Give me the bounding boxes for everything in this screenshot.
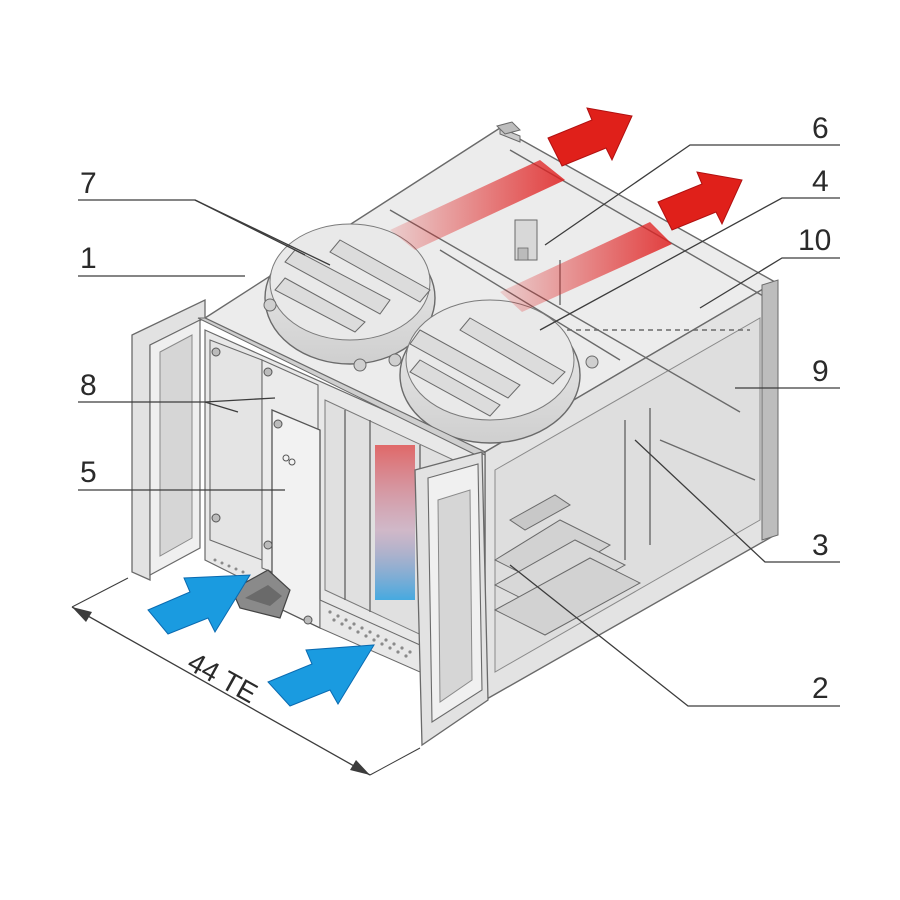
callout-5: 5	[80, 456, 97, 489]
left-door	[131, 298, 206, 582]
callout-1: 1	[80, 242, 97, 275]
callout-9: 9	[812, 355, 829, 388]
rear-corner-post	[761, 279, 779, 541]
callout-7: 7	[80, 167, 97, 200]
leader-lines	[78, 144, 840, 707]
backplane-rails	[493, 408, 756, 636]
heat-column	[375, 445, 415, 600]
hot-air-arrows	[547, 107, 743, 231]
cool-air-arrow-2	[267, 644, 375, 707]
callout-labels: 7 1 8 5 6 4 10 9 3 2	[80, 112, 831, 705]
fan-left	[263, 223, 436, 372]
callout-10: 10	[798, 224, 831, 257]
plug-in-cards	[209, 339, 321, 630]
top-rear-corner	[496, 121, 521, 135]
front-top-bezel	[197, 317, 487, 457]
hot-air-band-1	[390, 160, 565, 250]
width-dimension-label: 44 TE	[183, 646, 263, 709]
right-door	[414, 451, 489, 747]
cool-air-arrows	[147, 574, 375, 707]
hot-air-band-2	[500, 222, 672, 312]
callout-6: 6	[812, 112, 829, 145]
cool-air-arrow-1	[147, 574, 251, 635]
callout-4: 4	[812, 165, 829, 198]
card-left	[209, 339, 263, 561]
callout-2: 2	[812, 672, 829, 705]
callout-3: 3	[812, 529, 829, 562]
callout-8: 8	[80, 369, 97, 402]
hot-air-arrow-2	[657, 171, 743, 231]
fan-right	[388, 299, 599, 444]
hot-air-arrow-1	[547, 107, 633, 167]
